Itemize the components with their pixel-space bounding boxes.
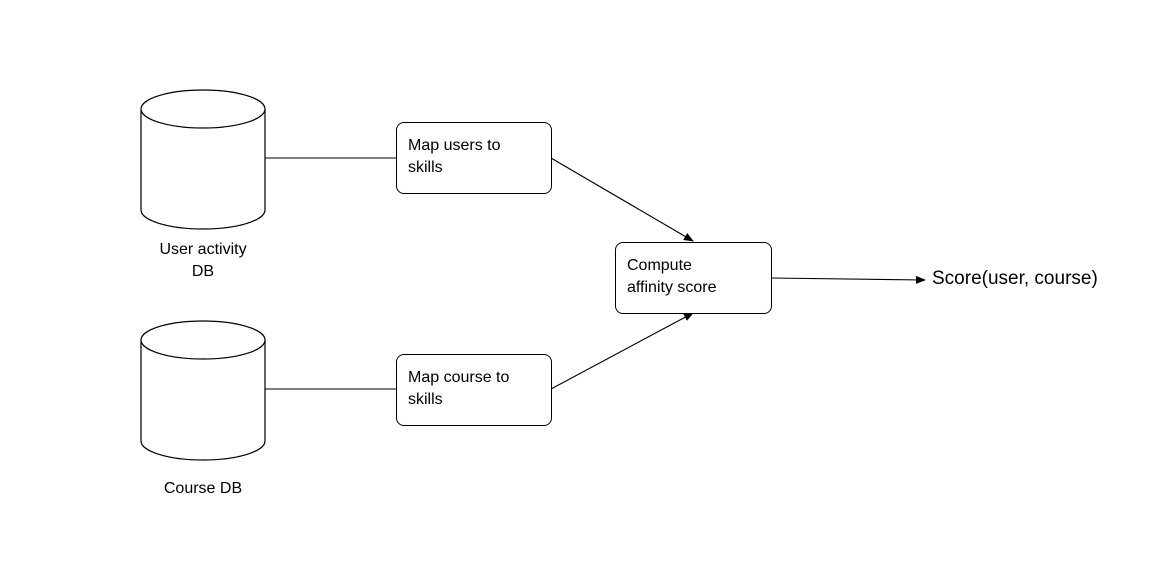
arrow-map-users-to-compute — [550, 157, 694, 242]
user-activity-db-cylinder — [140, 89, 266, 230]
arrow-map-course-to-compute — [550, 312, 694, 390]
map-users-to-skills-box: Map users to skills — [396, 122, 552, 194]
arrow-compute-to-score — [770, 275, 926, 284]
score-output-label: Score(user, course) — [932, 268, 1098, 289]
course-db-label: Course DB — [163, 480, 243, 497]
compute-affinity-score-box: Compute affinity score — [615, 242, 772, 314]
user-activity-db-label: User activity DB — [159, 241, 247, 280]
course-db-cylinder — [140, 320, 266, 461]
map-course-to-skills-box: Map course to skills — [396, 354, 552, 426]
